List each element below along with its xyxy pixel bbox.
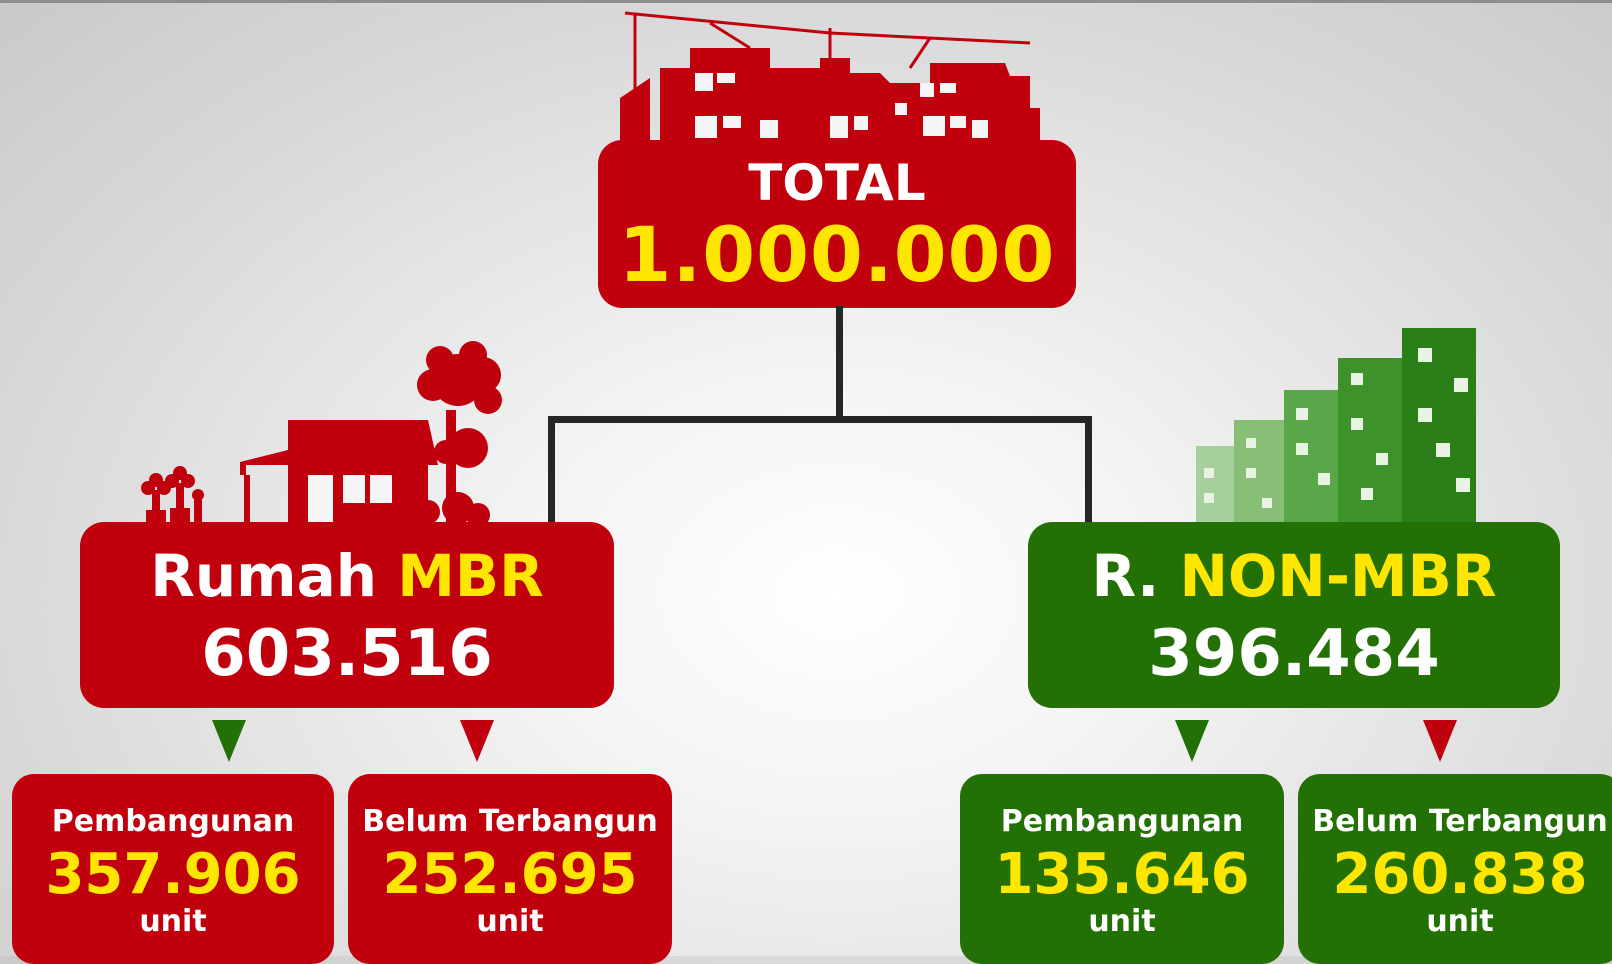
non-mbr-pembangunan-label: Pembangunan <box>1000 804 1244 839</box>
non-mbr-title-highlight: NON-MBR <box>1179 542 1497 610</box>
connector-vertical-top <box>836 306 843 422</box>
red-houses-cluster-icon <box>620 11 1040 148</box>
non-mbr-belum-value: 260.838 <box>1332 842 1588 907</box>
connector-right-drop <box>1085 416 1092 523</box>
mbr-box: Rumah MBR 603.516 <box>80 522 614 708</box>
connector-horizontal <box>548 416 1092 423</box>
non-mbr-belum-arrow-icon <box>1423 720 1457 762</box>
non-mbr-pembangunan-value: 135.646 <box>994 842 1250 907</box>
mbr-belum-arrow-icon <box>460 720 494 762</box>
non-mbr-belum-label: Belum Terbangun <box>1312 804 1608 839</box>
non-mbr-box: R. NON-MBR 396.484 <box>1028 522 1560 708</box>
mbr-pembangunan-arrow-icon <box>212 720 246 762</box>
green-buildings-icon <box>1196 328 1476 524</box>
mbr-title-highlight: MBR <box>397 542 544 610</box>
total-value: 1.000.000 <box>618 210 1056 299</box>
non-mbr-value: 396.484 <box>1148 617 1440 691</box>
mbr-pembangunan-unit: unit <box>139 904 207 939</box>
mbr-pembangunan-label: Pembangunan <box>51 804 295 839</box>
mbr-belum-value: 252.695 <box>382 842 638 907</box>
non-mbr-title: R. NON-MBR <box>1028 542 1560 610</box>
mbr-value: 603.516 <box>201 617 493 691</box>
mbr-belum-unit: unit <box>476 904 544 939</box>
mbr-title: Rumah MBR <box>80 542 614 610</box>
non-mbr-belum-box: Belum Terbangun 260.838 unit <box>1298 774 1612 964</box>
non-mbr-pembangunan-box: Pembangunan 135.646 unit <box>960 774 1284 964</box>
mbr-belum-label: Belum Terbangun <box>362 804 658 839</box>
total-label: TOTAL <box>748 154 926 212</box>
mbr-pembangunan-value: 357.906 <box>45 842 301 907</box>
connector-left-drop <box>548 416 555 523</box>
total-box: TOTAL 1.000.000 <box>598 140 1076 308</box>
top-border <box>0 0 1612 3</box>
mbr-belum-box: Belum Terbangun 252.695 unit <box>348 774 672 964</box>
red-house-with-tree-icon <box>141 341 502 527</box>
non-mbr-pembangunan-arrow-icon <box>1175 720 1209 762</box>
non-mbr-title-prefix: R. <box>1091 542 1180 610</box>
mbr-pembangunan-box: Pembangunan 357.906 unit <box>12 774 334 964</box>
non-mbr-pembangunan-unit: unit <box>1088 904 1156 939</box>
mbr-title-prefix: Rumah <box>150 542 398 610</box>
non-mbr-belum-unit: unit <box>1426 904 1494 939</box>
